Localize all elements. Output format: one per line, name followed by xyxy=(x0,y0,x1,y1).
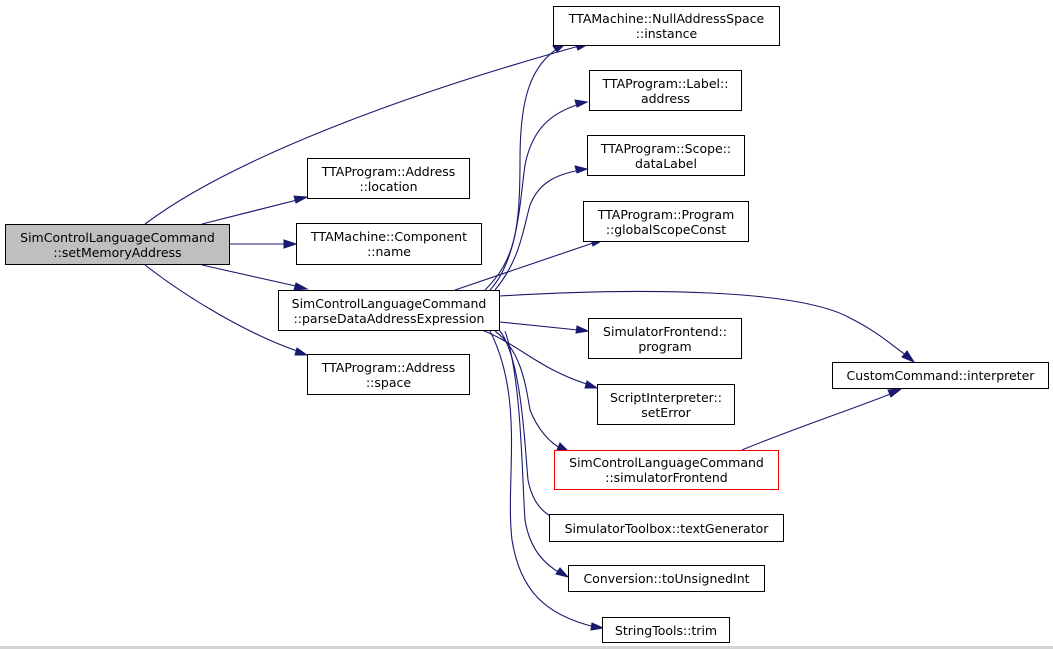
node-null-address-space-instance[interactable]: TTAMachine::NullAddressSpace ::instance xyxy=(553,6,780,46)
node-to-unsigned-int[interactable]: Conversion::toUnsignedInt xyxy=(568,565,765,592)
edge-root-to-nulladdressspace xyxy=(144,42,591,225)
node-address-space[interactable]: TTAProgram::Address ::space xyxy=(307,354,470,395)
node-label-line1: TTAProgram::Address xyxy=(321,163,456,179)
node-label-line2: ::location xyxy=(359,178,418,194)
node-label-line1: StringTools::trim xyxy=(614,622,718,638)
node-label-line2: ::parseDataAddressExpression xyxy=(293,310,485,326)
node-label-line1: CustomCommand::interpreter xyxy=(846,368,1035,383)
edge-parse-to-nulladdressspace xyxy=(484,46,561,291)
node-set-memory-address: SimControlLanguageCommand ::setMemoryAdd… xyxy=(5,224,230,265)
arrowhead xyxy=(293,282,309,291)
node-label-line2: ::instance xyxy=(635,26,698,41)
arrowhead xyxy=(283,239,298,249)
node-program-global-scope-const[interactable]: TTAProgram::Program ::globalScopeConst xyxy=(583,201,749,242)
arrowhead xyxy=(901,350,916,364)
edge-parse-to-script-seterror xyxy=(481,329,591,386)
arrowhead xyxy=(293,195,309,204)
node-label-line1: Conversion::toUnsignedInt xyxy=(583,571,750,586)
edge-parse-to-scope-datalabel xyxy=(494,169,581,291)
node-label-line2: ::simulatorFrontend xyxy=(605,470,728,485)
bottom-divider xyxy=(0,646,1053,649)
node-component-name[interactable]: TTAMachine::Component ::name xyxy=(296,223,482,265)
arrowhead xyxy=(575,325,590,334)
node-label-line1: SimControlLanguageCommand xyxy=(20,229,215,245)
edge-parse-to-custom-interpreter xyxy=(499,290,911,359)
node-script-interpreter-seterror[interactable]: ScriptInterpreter:: setError xyxy=(597,384,735,425)
node-label-line2: setError xyxy=(641,404,691,420)
node-parse-data-address-expression[interactable]: SimControlLanguageCommand ::parseDataAdd… xyxy=(278,290,500,331)
node-scope-datalabel[interactable]: TTAProgram::Scope:: dataLabel xyxy=(587,135,745,176)
edge-root-to-address-space xyxy=(144,264,301,353)
node-label-line1: TTAMachine::Component xyxy=(311,229,467,244)
node-frontend-program[interactable]: SimulatorFrontend:: program xyxy=(588,318,742,359)
node-text-generator[interactable]: SimulatorToolbox::textGenerator xyxy=(549,514,784,542)
node-simulator-frontend[interactable]: SimControlLanguageCommand ::simulatorFro… xyxy=(554,450,779,490)
node-label-line2: address xyxy=(640,90,691,106)
node-label-line2: program xyxy=(638,338,692,354)
arrowhead xyxy=(294,347,309,356)
arrowhead xyxy=(584,380,599,389)
edge-parse-to-to-unsigned-int xyxy=(504,330,563,575)
edge-root-to-parse-data-address xyxy=(201,264,301,288)
arrowhead xyxy=(574,99,589,108)
edge-parse-to-program-globalscope xyxy=(454,241,597,291)
edge-root-to-address-location xyxy=(201,197,306,225)
node-label-line1: TTAProgram::Program xyxy=(597,206,735,222)
node-address-location[interactable]: TTAProgram::Address ::location xyxy=(307,158,470,199)
arrowhead xyxy=(555,567,570,578)
arrowhead xyxy=(590,622,605,631)
arrowhead xyxy=(574,165,589,174)
edge-parse-to-simulator-frontend xyxy=(494,330,563,450)
arrowhead xyxy=(887,388,903,398)
node-label-address[interactable]: TTAProgram::Label:: address xyxy=(589,70,742,111)
edge-parse-to-frontend-program xyxy=(499,321,579,331)
node-label-line2: ::setMemoryAddress xyxy=(53,244,182,260)
node-label-line1: SimControlLanguageCommand xyxy=(569,455,764,470)
node-custom-command-interpreter[interactable]: CustomCommand::interpreter xyxy=(832,362,1049,389)
node-label-line1: TTAProgram::Scope:: xyxy=(600,140,732,156)
node-label-line1: TTAProgram::Address xyxy=(321,359,456,375)
node-label-line1: TTAMachine::NullAddressSpace xyxy=(568,11,765,26)
node-label-line1: SimulatorFrontend:: xyxy=(603,323,727,339)
node-label-line2: ::name xyxy=(367,244,411,259)
node-label-line1: SimulatorToolbox::textGenerator xyxy=(564,520,769,536)
edge-parse-to-label-address xyxy=(489,103,581,291)
node-label-line1: ScriptInterpreter:: xyxy=(609,389,723,405)
node-label-line2: ::space xyxy=(365,374,412,390)
node-stringtools-trim[interactable]: StringTools::trim xyxy=(602,617,730,643)
edge-simulator-frontend-to-custom-interpreter xyxy=(741,392,894,451)
node-label-line2: ::globalScopeConst xyxy=(605,221,727,237)
node-label-line2: dataLabel xyxy=(635,155,697,171)
edge-parse-to-stringtools-trim xyxy=(489,330,596,628)
node-label-line1: SimControlLanguageCommand xyxy=(291,295,487,311)
node-label-line1: TTAProgram::Label:: xyxy=(602,75,729,91)
edge-parse-to-text-generator xyxy=(499,330,561,522)
